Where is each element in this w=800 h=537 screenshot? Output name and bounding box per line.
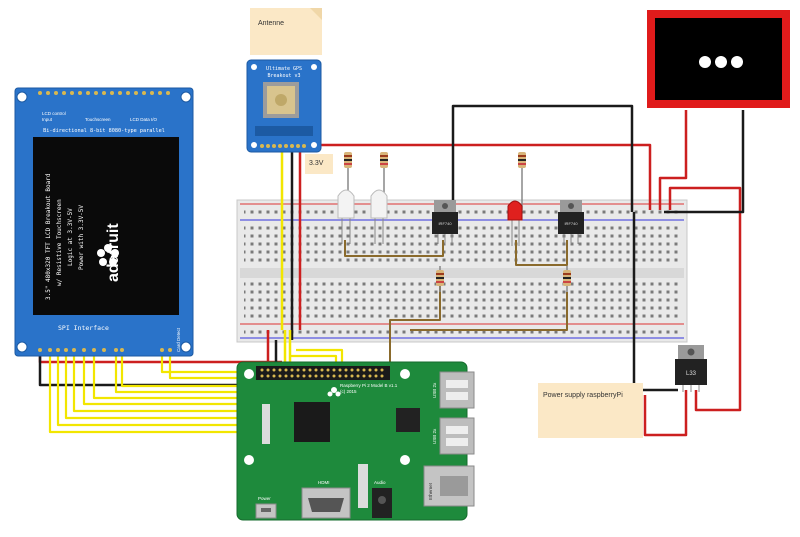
hdmi-label: HDMI — [318, 480, 330, 485]
tft-desc-line1: 3.5" 480x320 TFT LCD Breakout Board — [45, 173, 52, 300]
adafruit-flower-icon — [97, 244, 119, 266]
note-antenne: Antenne — [250, 8, 322, 55]
tft-spi-label: SPI Interface — [58, 324, 109, 332]
tft-touchscreen: Touchscreen — [85, 117, 111, 122]
mosfet: IRF740 — [558, 200, 584, 244]
resistor — [436, 266, 444, 292]
red-wire — [668, 186, 742, 412]
white-led — [337, 189, 355, 244]
power-port: Power — [255, 496, 277, 519]
red-wire — [643, 390, 688, 437]
raspberry-pi: Raspberry Pi 2 Model B v1.1 (c) 2015 USB… — [236, 361, 475, 521]
tft-header-pins — [38, 91, 170, 95]
voltage-regulator: L33 — [675, 345, 707, 392]
audio-label: Audio — [374, 480, 386, 485]
soc-chip — [294, 402, 330, 442]
red-wire — [658, 110, 688, 210]
brown-wire — [515, 240, 568, 266]
yellow-wire — [160, 352, 258, 374]
gps-module: Ultimate GPS Breakout v3 — [246, 59, 322, 153]
mosfet-label: IRF740 — [564, 221, 578, 226]
resistor — [518, 152, 526, 210]
audio-jack: Audio — [372, 480, 392, 518]
usb-port-1: USB 2x — [432, 371, 475, 409]
usb-hub-chip — [396, 408, 420, 432]
gpio-header — [256, 366, 390, 380]
display-module — [647, 10, 790, 108]
tft-display: LCD control Input Touchscreen LCD Data I… — [14, 87, 194, 357]
note-3v3-text: 3.3V — [309, 160, 324, 167]
camera-connector — [358, 464, 368, 508]
power-label: Power — [258, 496, 271, 501]
brown-wire — [344, 240, 444, 257]
resistor — [563, 266, 571, 292]
ethernet-port: Ethernet — [423, 465, 475, 507]
note-power-supply: Power supply raspberryPi — [538, 383, 643, 438]
note-antenne-text: Antenne — [258, 20, 284, 27]
tft-desc-line2: w/ Resistive Touchscreen — [56, 199, 63, 286]
tft-input: Input — [42, 117, 53, 122]
tft-screen — [33, 137, 179, 315]
black-wire — [451, 104, 634, 212]
white-led — [370, 189, 388, 244]
tft-lcd-control: LCD control — [42, 111, 66, 116]
display-connector — [262, 404, 270, 444]
tft-desc-line4: Power with 3.3V-5V — [78, 205, 85, 270]
red-led — [507, 200, 523, 246]
tft-spi-pins — [38, 348, 172, 352]
black-wire — [38, 352, 252, 387]
gps-subtitle: Breakout v3 — [267, 73, 300, 79]
note-3v3: 3.3V — [305, 154, 333, 174]
rpi-year: (c) 2015 — [340, 389, 357, 394]
tft-desc-line3: Logic at 3.3V-5V — [67, 208, 74, 266]
hdmi-port: HDMI — [301, 480, 351, 519]
mosfet-label: IRF740 — [438, 221, 452, 226]
regulator-label: L33 — [686, 371, 697, 377]
rpi-title: Raspberry Pi 2 Model B v1.1 — [340, 383, 398, 388]
ethernet-label: Ethernet — [428, 482, 433, 500]
tft-top-caption: Bi-directional 8-bit 8080-type parallel — [43, 128, 165, 134]
brown-wire — [389, 286, 441, 368]
note-power-supply-text: Power supply raspberryPi — [543, 392, 623, 399]
raspberry-icon — [327, 387, 341, 397]
usb-label-1: USB 2x — [432, 382, 437, 398]
gps-title: Ultimate GPS — [266, 66, 302, 72]
mosfet: IRF740 — [432, 200, 458, 244]
brown-wire — [410, 292, 568, 331]
breadboard — [236, 199, 688, 343]
tft-card-detect: Card Detect — [176, 327, 181, 352]
tft-lcd-data: LCD Data I/O — [130, 117, 158, 122]
usb-port-2: USB 2x — [432, 417, 475, 455]
usb-label-2: USB 2x — [432, 428, 437, 444]
black-wire — [664, 110, 745, 214]
